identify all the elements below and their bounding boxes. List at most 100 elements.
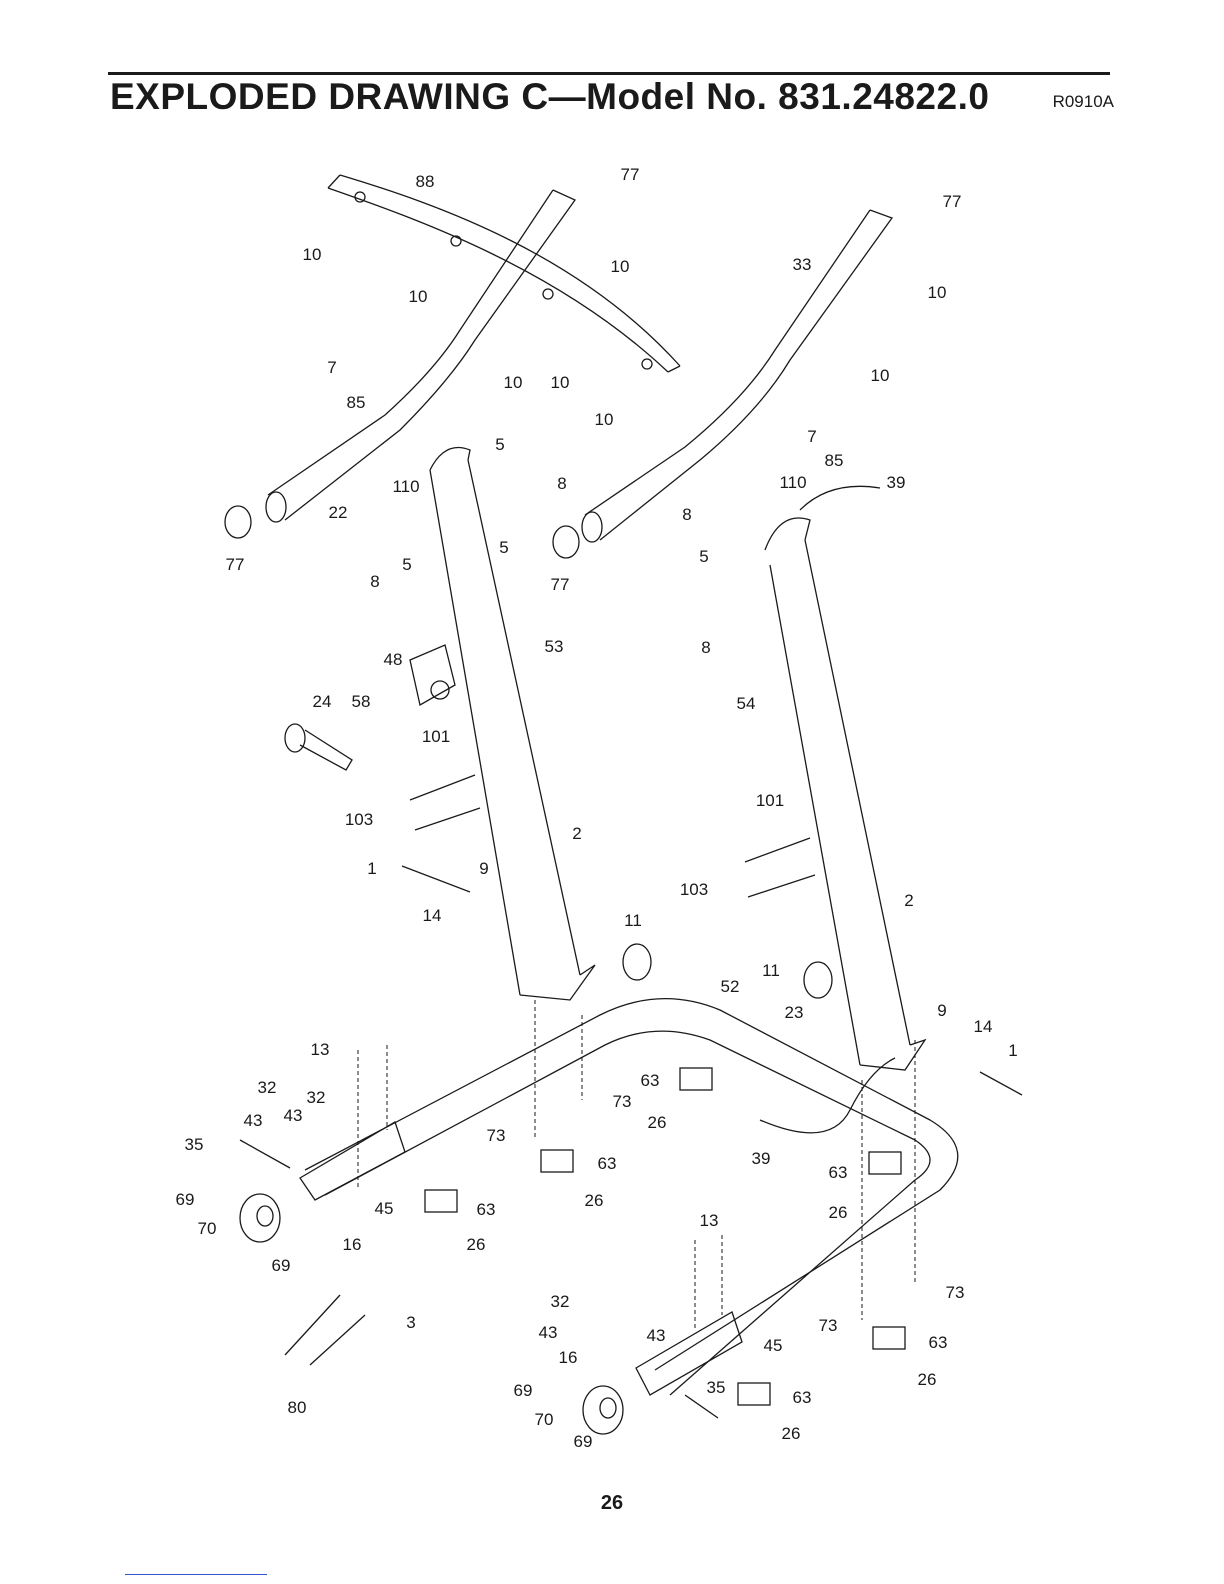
part-callout-63: 63	[477, 1200, 496, 1219]
part-callout-32: 32	[551, 1292, 570, 1311]
part-callout-77: 77	[551, 575, 570, 594]
part-callout-10: 10	[303, 245, 322, 264]
part-callout-23: 23	[785, 1003, 804, 1022]
part-callout-77: 77	[943, 192, 962, 211]
part-callout-39: 39	[752, 1149, 771, 1168]
handlebar-part	[327, 174, 681, 373]
knob-24	[284, 723, 353, 771]
part-callout-85: 85	[347, 393, 366, 412]
part-callout-33: 33	[793, 255, 812, 274]
title-rule	[108, 72, 1110, 75]
part-callout-16: 16	[343, 1235, 362, 1254]
part-callout-69: 69	[272, 1256, 291, 1275]
part-callout-63: 63	[598, 1154, 617, 1173]
right-upright-54	[764, 517, 927, 1071]
part-callout-54: 54	[737, 694, 756, 713]
part-callout-26: 26	[782, 1424, 801, 1443]
leader-lines	[357, 1000, 916, 1330]
part-callout-11: 11	[762, 961, 780, 980]
part-callout-110: 110	[392, 477, 419, 496]
part-callout-110: 110	[779, 473, 806, 492]
part-callout-9: 9	[479, 859, 488, 878]
leveling-feet-63	[424, 1067, 906, 1406]
part-callout-103: 103	[680, 880, 708, 899]
part-callout-35: 35	[185, 1135, 204, 1154]
part-callout-10: 10	[928, 283, 947, 302]
part-callout-10: 10	[409, 287, 428, 306]
part-callout-5: 5	[402, 555, 411, 574]
part-callout-26: 26	[585, 1191, 604, 1210]
part-callout-48: 48	[384, 650, 403, 669]
part-callout-7: 7	[807, 427, 816, 446]
part-callout-35: 35	[707, 1378, 726, 1397]
part-callout-10: 10	[595, 410, 614, 429]
page-number: 26	[600, 1492, 624, 1514]
rails-80	[284, 1294, 366, 1366]
part-callout-43: 43	[539, 1323, 558, 1342]
part-callout-13: 13	[311, 1040, 330, 1059]
part-callout-5: 5	[495, 435, 504, 454]
part-callout-8: 8	[557, 474, 566, 493]
drawing-code: R0910A	[1052, 92, 1114, 111]
part-callout-63: 63	[829, 1163, 848, 1182]
part-callout-14: 14	[974, 1017, 993, 1036]
part-callout-53: 53	[545, 637, 564, 656]
right-handle-tube	[552, 209, 894, 559]
part-callout-9: 9	[937, 1001, 946, 1020]
part-callout-45: 45	[375, 1199, 394, 1218]
base-frame-52	[304, 998, 959, 1396]
part-callout-13: 13	[700, 1211, 719, 1230]
part-callout-3: 3	[406, 1313, 415, 1332]
part-callout-63: 63	[793, 1388, 812, 1407]
left-upright-53	[429, 446, 596, 1001]
part-callout-10: 10	[504, 373, 523, 392]
page-title: EXPLODED DRAWING C—Model No. 831.24822.0	[110, 76, 990, 117]
part-callout-58: 58	[352, 692, 371, 711]
part-callout-73: 73	[613, 1092, 632, 1111]
part-callout-43: 43	[647, 1326, 666, 1345]
part-callout-26: 26	[829, 1203, 848, 1222]
part-callout-32: 32	[258, 1078, 277, 1097]
part-callout-8: 8	[682, 505, 691, 524]
part-callout-1: 1	[367, 859, 376, 878]
part-callout-52: 52	[721, 977, 740, 996]
part-callout-32: 32	[307, 1088, 326, 1107]
part-callout-73: 73	[819, 1316, 838, 1335]
part-callout-39: 39	[887, 473, 906, 492]
part-callout-11: 11	[624, 911, 642, 930]
left-handle-tube	[224, 189, 576, 539]
part-callout-69: 69	[514, 1381, 533, 1400]
drawing-linework	[224, 174, 1023, 1435]
part-callout-10: 10	[611, 257, 630, 276]
part-callout-22: 22	[329, 503, 348, 522]
part-callout-43: 43	[244, 1111, 263, 1130]
part-callout-2: 2	[572, 824, 581, 843]
part-callout-26: 26	[918, 1370, 937, 1389]
part-callout-26: 26	[648, 1113, 667, 1132]
part-callout-43: 43	[284, 1106, 303, 1125]
rear-stabilizer-45	[635, 1311, 743, 1396]
part-callout-5: 5	[699, 547, 708, 566]
footer-link-underline	[125, 1574, 267, 1575]
part-callout-103: 103	[345, 810, 373, 829]
part-callout-70: 70	[198, 1219, 217, 1238]
part-callout-88: 88	[416, 172, 435, 191]
part-callout-73: 73	[487, 1126, 506, 1145]
part-callout-26: 26	[467, 1235, 486, 1254]
part-callout-10: 10	[551, 373, 570, 392]
part-callout-101: 101	[422, 727, 450, 746]
part-callout-8: 8	[370, 572, 379, 591]
part-callout-24: 24	[313, 692, 332, 711]
part-callout-69: 69	[574, 1432, 593, 1451]
wire-harness-39	[759, 485, 896, 1134]
part-callout-69: 69	[176, 1190, 195, 1209]
part-callout-70: 70	[535, 1410, 554, 1429]
part-callout-63: 63	[641, 1071, 660, 1090]
part-callout-5: 5	[499, 538, 508, 557]
part-callout-77: 77	[621, 165, 640, 184]
part-callout-63: 63	[929, 1333, 948, 1352]
part-callout-14: 14	[423, 906, 442, 925]
part-callout-80: 80	[288, 1398, 307, 1417]
